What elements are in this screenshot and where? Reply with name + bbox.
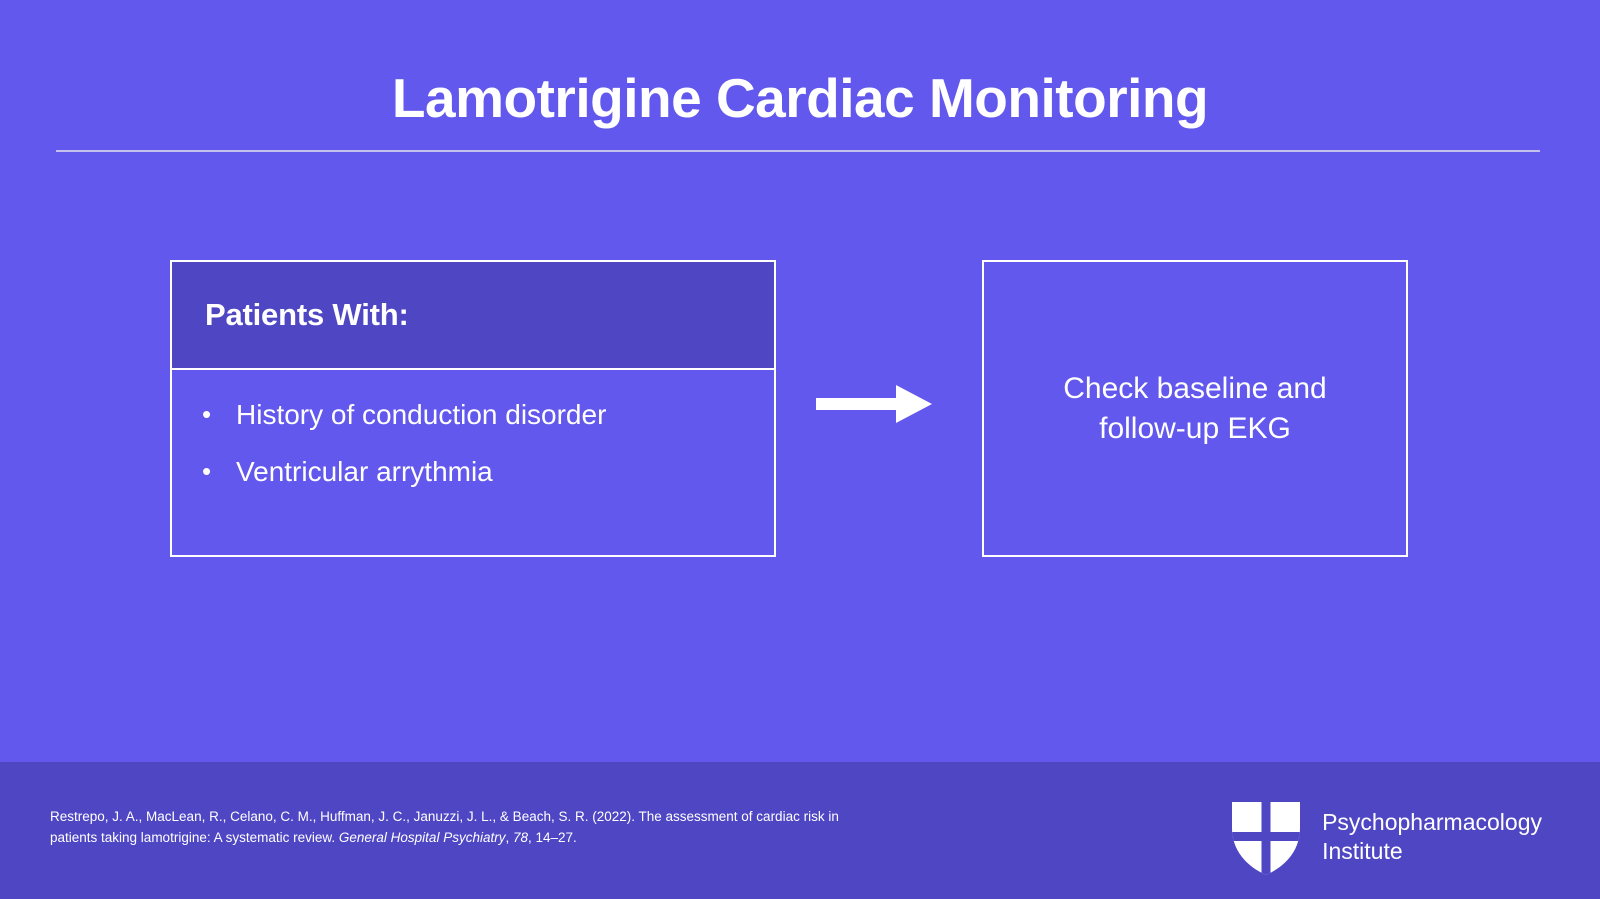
recommended-action-text: Check baseline and follow-up EKG <box>1045 369 1345 448</box>
citation-text-part-3: , 14–27. <box>528 829 577 845</box>
citation-text-part-2: , <box>505 829 513 845</box>
list-item: • History of conduction disorder <box>202 399 748 431</box>
citation-text-part-1: Restrepo, J. A., MacLean, R., Celano, C.… <box>50 809 839 845</box>
citation-reference: Restrepo, J. A., MacLean, R., Celano, C.… <box>50 807 840 849</box>
patients-criteria-list: • History of conduction disorder • Ventr… <box>172 370 774 555</box>
arrow-right-icon <box>816 385 932 423</box>
list-item: • Ventricular arrythmia <box>202 455 748 488</box>
title-divider <box>56 150 1540 152</box>
patients-criteria-card-title: Patients With: <box>205 297 409 332</box>
patients-criteria-card: Patients With: • History of conduction d… <box>170 260 776 557</box>
citation-journal-name: General Hospital Psychiatry <box>338 829 506 845</box>
list-item-label: Ventricular arrythmia <box>236 455 493 487</box>
patients-criteria-card-header: Patients With: <box>172 262 774 370</box>
brand-lockup: Psychopharmacology Institute <box>1230 798 1542 876</box>
shield-logo-icon <box>1230 798 1302 876</box>
recommended-action-card: Check baseline and follow-up EKG <box>982 260 1408 557</box>
citation-volume: 78 <box>512 829 529 845</box>
list-item-label: History of conduction disorder <box>236 399 607 430</box>
brand-name-line-2: Institute <box>1322 838 1403 864</box>
bullet-dot-icon: • <box>202 455 212 486</box>
brand-name: Psychopharmacology Institute <box>1322 808 1542 867</box>
page-title: Lamotrigine Cardiac Monitoring <box>391 67 1209 129</box>
bullet-dot-icon: • <box>202 399 212 429</box>
recommended-action-line-1: Check baseline and <box>1063 371 1327 405</box>
footer-bar: Restrepo, J. A., MacLean, R., Celano, C.… <box>0 762 1600 899</box>
brand-name-line-1: Psychopharmacology <box>1322 808 1542 835</box>
recommended-action-line-2: follow-up EKG <box>1099 411 1291 445</box>
